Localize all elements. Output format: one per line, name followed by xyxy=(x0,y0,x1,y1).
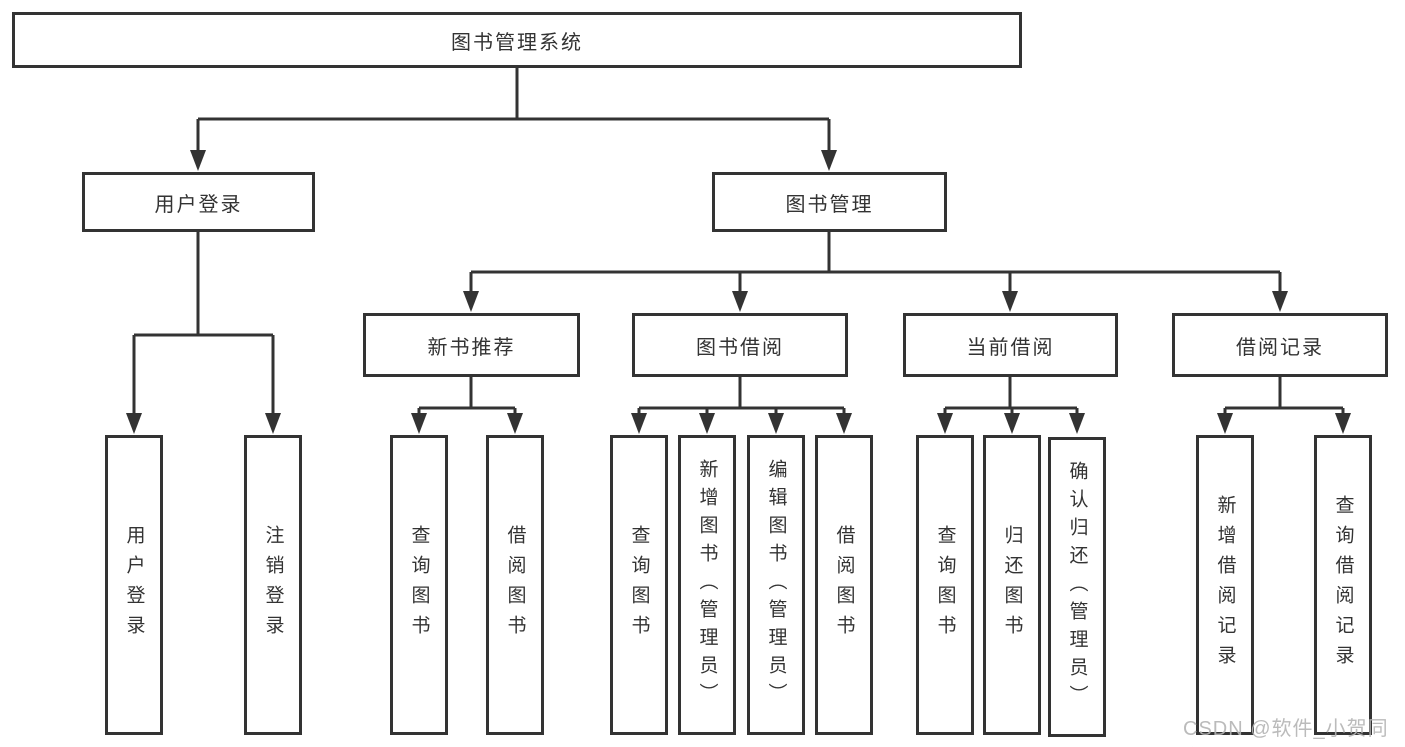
node-leaf-borrow-books-recommend: 借阅图书 xyxy=(486,435,544,735)
node-leaf-query-borrow-record: 查询借阅记录 xyxy=(1314,435,1372,735)
node-book-management: 图书管理 xyxy=(712,172,947,232)
arrowheads xyxy=(126,150,1351,434)
node-leaf-user-login: 用户登录 xyxy=(105,435,163,735)
node-new-book-recommendation: 新书推荐 xyxy=(363,313,580,377)
node-library-system: 图书管理系统 xyxy=(12,12,1022,68)
node-current-borrowing: 当前借阅 xyxy=(903,313,1118,377)
node-leaf-edit-books-admin: 编辑图书（管理员） xyxy=(747,435,805,735)
node-leaf-borrow-books: 借阅图书 xyxy=(815,435,873,735)
node-leaf-add-borrow-record: 新增借阅记录 xyxy=(1196,435,1254,735)
node-leaf-query-books-borrow: 查询图书 xyxy=(610,435,668,735)
node-leaf-query-books-current: 查询图书 xyxy=(916,435,974,735)
watermark: CSDN @软件_小贺同学 xyxy=(1183,718,1389,740)
node-leaf-logout: 注销登录 xyxy=(244,435,302,735)
node-user-login: 用户登录 xyxy=(82,172,315,232)
node-book-borrowing: 图书借阅 xyxy=(632,313,848,377)
node-leaf-return-books: 归还图书 xyxy=(983,435,1041,735)
node-leaf-add-books-admin: 新增图书（管理员） xyxy=(678,435,736,735)
node-leaf-confirm-return-admin: 确认归还（管理员） xyxy=(1048,437,1106,737)
node-leaf-query-books-recommend: 查询图书 xyxy=(390,435,448,735)
node-borrowing-records: 借阅记录 xyxy=(1172,313,1388,377)
